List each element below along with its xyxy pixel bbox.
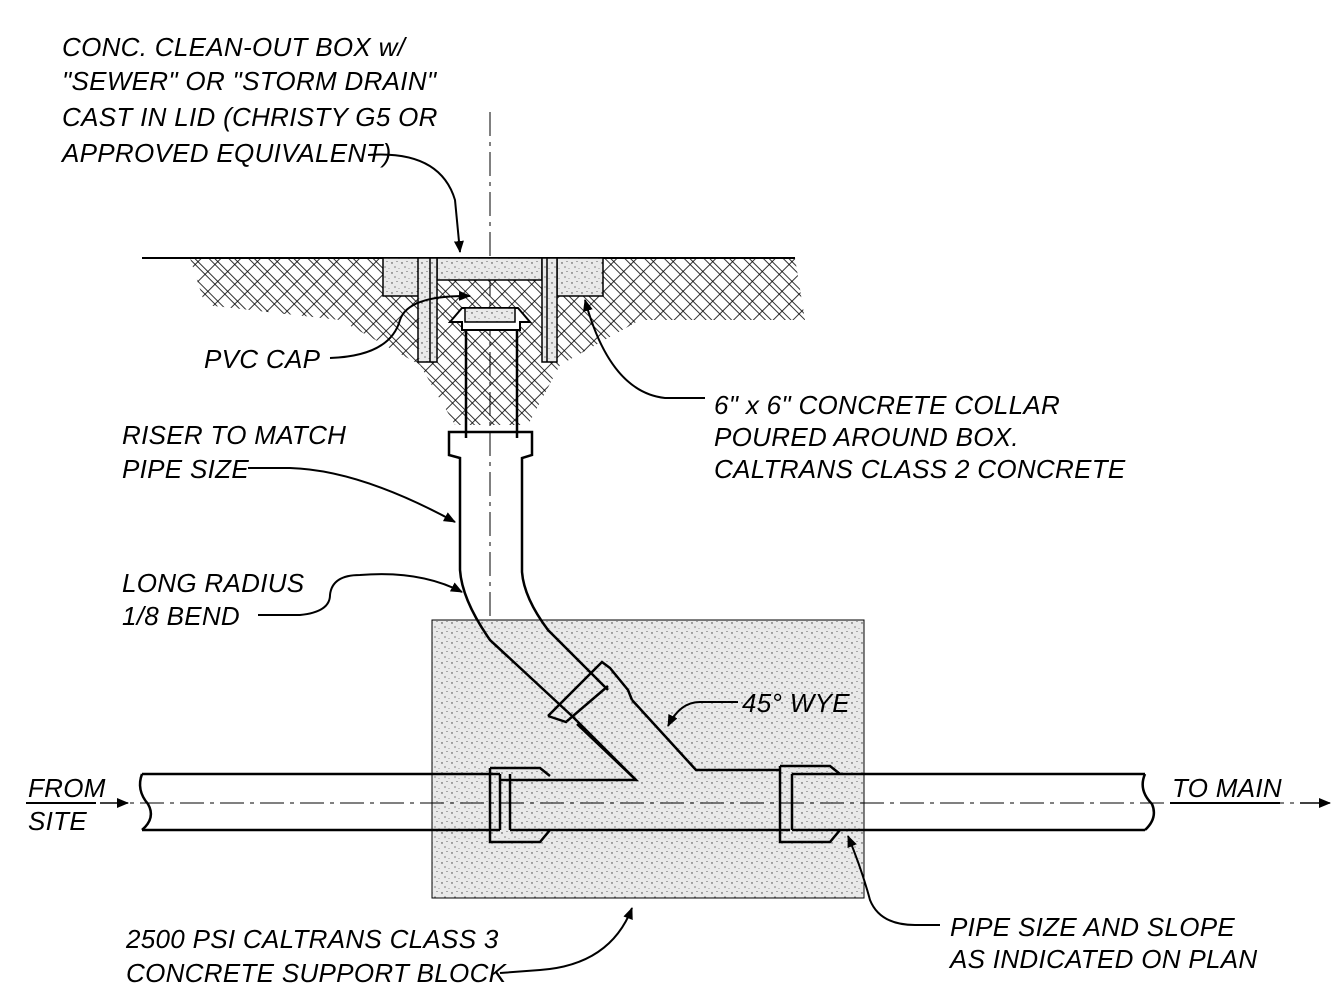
leader-support-block xyxy=(499,907,633,974)
label-to-main: TO MAIN xyxy=(1172,773,1282,803)
label-cleanout-line4: APPROVED EQUIVALENT) xyxy=(60,138,392,168)
label-cleanout-line3: CAST IN LID (CHRISTY G5 OR xyxy=(62,102,438,132)
concrete-support-block xyxy=(431,619,865,899)
label-from-site-line1: FROM xyxy=(28,773,106,803)
main-pipe xyxy=(138,764,1156,844)
leader-cleanout-box xyxy=(367,153,464,253)
leader-collar xyxy=(583,299,705,399)
cleanout-box xyxy=(382,257,604,363)
label-support-line2: CONCRETE SUPPORT BLOCK xyxy=(126,958,508,988)
label-collar-line1: 6" x 6" CONCRETE COLLAR xyxy=(714,390,1060,420)
label-support-line1: 2500 PSI CALTRANS CLASS 3 xyxy=(125,924,499,954)
label-collar-line2: POURED AROUND BOX. xyxy=(714,422,1019,452)
leader-riser xyxy=(248,467,456,523)
label-pipe-size-line1: PIPE SIZE AND SLOPE xyxy=(950,912,1235,942)
leader-wye xyxy=(667,701,738,727)
label-bend-line1: LONG RADIUS xyxy=(122,568,305,598)
label-cleanout-line2: "SEWER" OR "STORM DRAIN" xyxy=(62,66,438,96)
label-wye: 45° WYE xyxy=(742,688,850,718)
leader-pipe-size xyxy=(847,835,940,926)
soil-hatch xyxy=(190,258,805,425)
leader-bend xyxy=(258,573,463,616)
label-from-site-line2: SITE xyxy=(28,806,87,836)
pvc-cap xyxy=(447,307,533,331)
leader-pvc-cap xyxy=(329,290,471,359)
label-pvc-cap: PVC CAP xyxy=(204,344,321,374)
label-cleanout-line1: CONC. CLEAN-OUT BOX w/ xyxy=(62,32,408,62)
label-collar-line3: CALTRANS CLASS 2 CONCRETE xyxy=(714,454,1126,484)
label-riser-line2: PIPE SIZE xyxy=(122,454,249,484)
label-riser-line1: RISER TO MATCH xyxy=(122,420,346,450)
label-bend-line2: 1/8 BEND xyxy=(122,601,240,631)
label-pipe-size-line2: AS INDICATED ON PLAN xyxy=(948,944,1257,974)
riser-and-wye xyxy=(447,330,780,782)
